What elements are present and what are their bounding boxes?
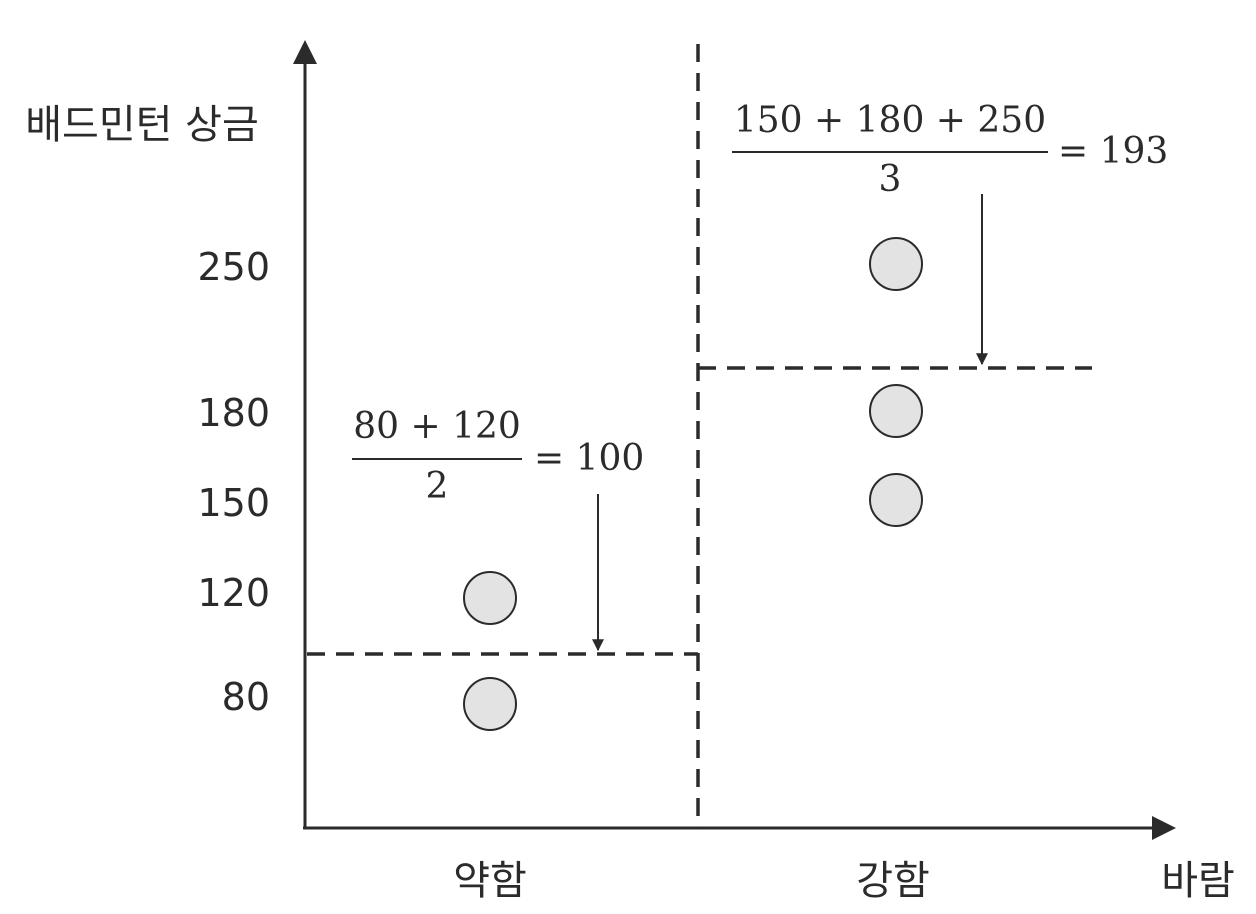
- formula-weak-result: = 100: [534, 438, 644, 479]
- data-point: [463, 571, 517, 625]
- formula-strong-numerator: 150 + 180 + 250: [734, 100, 1046, 141]
- x-category-label: 약함: [453, 858, 527, 904]
- data-point: [869, 473, 923, 527]
- formula-strong-denominator: 3: [879, 159, 902, 200]
- y-tick-label: 180: [197, 391, 270, 435]
- x-axis-label: 바람: [1161, 858, 1235, 904]
- y-axis-label: 배드민턴 상금: [25, 102, 259, 148]
- data-point: [463, 677, 517, 731]
- formula-weak-denominator: 2: [426, 466, 449, 507]
- data-point: [869, 237, 923, 291]
- x-axis-arrowhead: [1152, 816, 1176, 840]
- y-tick-label: 150: [197, 481, 270, 525]
- y-tick-label: 80: [222, 675, 270, 719]
- y-tick-label: 120: [197, 571, 270, 615]
- formula-weak-numerator: 80 + 120: [353, 406, 521, 447]
- x-category-label: 강함: [856, 858, 930, 904]
- data-point: [869, 384, 923, 438]
- formula-strong-result: = 193: [1058, 131, 1168, 172]
- y-tick-label: 250: [197, 245, 270, 289]
- points-layer: [463, 237, 923, 731]
- y-axis-arrowhead: [293, 40, 317, 64]
